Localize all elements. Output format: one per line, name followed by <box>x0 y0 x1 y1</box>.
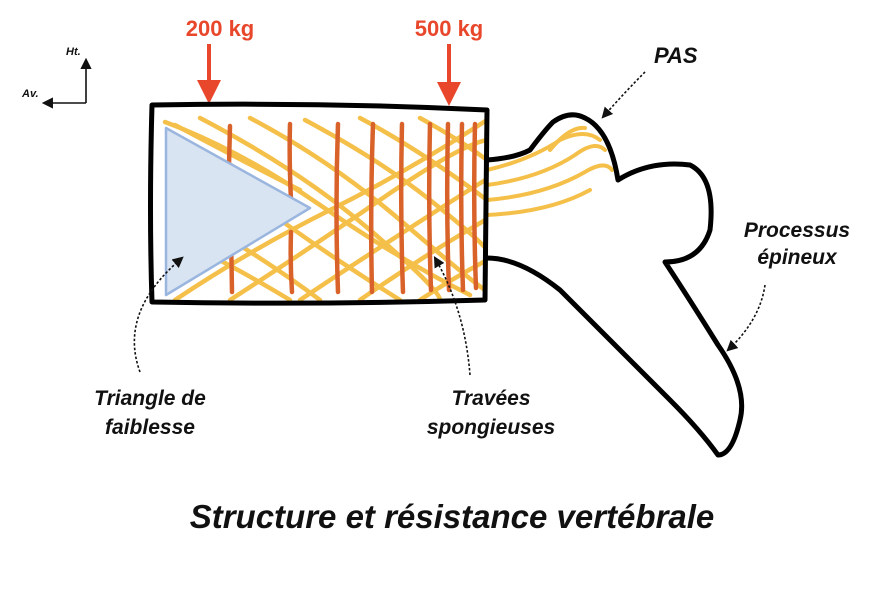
load-500-arrow-head <box>437 82 461 106</box>
processus-label-line1: Processus <box>744 219 850 242</box>
diagram-title: Structure et résistance vertébrale <box>190 498 715 535</box>
load-200-arrow-head <box>197 80 221 104</box>
load-500-label: 500 kg <box>415 16 484 41</box>
travees-label-line2: spongieuses <box>427 416 555 439</box>
up-axis-label: Ht. <box>66 46 81 58</box>
triangle-label-line1: Triangle de <box>94 387 206 410</box>
posterior-arch-outline <box>484 112 745 458</box>
travees-label-line1: Travées <box>451 387 530 410</box>
pedicle-trabeculae <box>485 125 614 217</box>
triangle-pointer-arrow <box>133 256 184 373</box>
trabeculae <box>162 115 487 302</box>
vertebral-body-outline <box>148 101 490 306</box>
triangle-label-line2: faiblesse <box>105 416 195 439</box>
orientation-axes: Ht. Av. <box>21 46 92 109</box>
pas-label: PAS <box>654 43 698 68</box>
vertical-trabeculae <box>226 121 479 295</box>
weak-triangle <box>164 126 312 297</box>
load-200-label: 200 kg <box>186 16 255 41</box>
load-500: 500 kg <box>415 16 484 106</box>
front-axis-label: Av. <box>21 88 39 100</box>
load-200: 200 kg <box>186 16 255 104</box>
pas-pointer-arrow <box>601 71 646 119</box>
pointer-arrows <box>133 71 766 376</box>
travees-pointer-arrow <box>433 256 471 376</box>
processus-label-line2: épineux <box>757 246 838 269</box>
processus-pointer-arrow <box>726 284 766 352</box>
